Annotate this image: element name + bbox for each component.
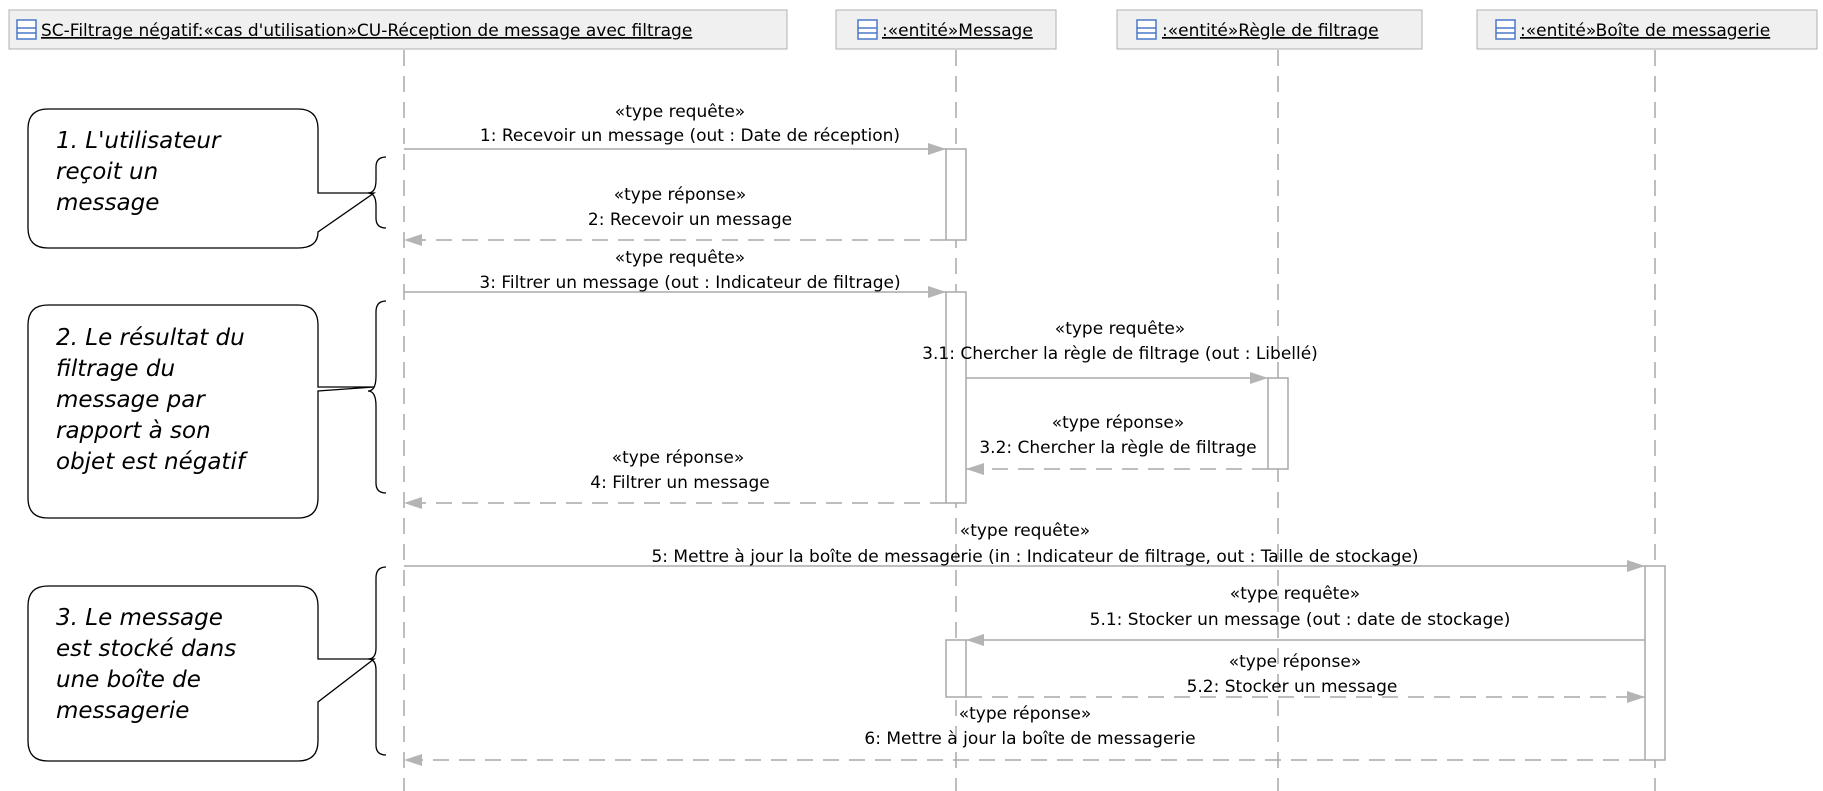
lifeline-title: :«entité»Règle de filtrage (1162, 21, 1379, 41)
message-stereotype: «type réponse» (959, 704, 1092, 724)
arrowhead (1627, 560, 1645, 572)
note-bracket (367, 566, 387, 756)
class-icon (1495, 19, 1516, 40)
message-label: 3: Filtrer un message (out : Indicateur … (479, 273, 900, 293)
class-icon (16, 19, 37, 40)
arrowhead (966, 634, 984, 646)
lifeline-header-rule[interactable]: :«entité»Règle de filtrage (1116, 9, 1423, 50)
note-line: message par (56, 387, 206, 413)
message-stereotype: «type requête» (615, 248, 745, 268)
lifeline-header-uc[interactable]: SC-Filtrage négatif:«cas d'utilisation»C… (8, 9, 788, 50)
note-line: rapport à son (56, 418, 211, 444)
message-stereotype: «type requête» (1230, 584, 1360, 604)
message-label: 5.2: Stocker un message (1187, 677, 1398, 697)
note-line: 2. Le résultat du (56, 325, 245, 351)
activation-bar (945, 148, 967, 241)
arrowhead (1250, 372, 1268, 384)
note-bracket (367, 300, 387, 494)
activation-bar (1267, 377, 1289, 470)
note-callout-3[interactable] (27, 585, 376, 762)
lifeline-title: SC-Filtrage négatif:«cas d'utilisation»C… (41, 21, 692, 41)
lifeline-header-box[interactable]: :«entité»Boîte de messagerie (1476, 9, 1818, 50)
arrowhead (966, 463, 984, 475)
message-label: 5.1: Stocker un message (out : date de s… (1090, 610, 1511, 630)
note-line: une boîte de (56, 667, 201, 693)
message-stereotype: «type réponse» (612, 448, 745, 468)
message-label: 3.2: Chercher la règle de filtrage (979, 438, 1256, 458)
arrowhead (404, 497, 422, 509)
note-line: 1. L'utilisateur (56, 128, 222, 154)
note-line: reçoit un (56, 159, 158, 185)
note-line: messagerie (56, 698, 189, 724)
lifeline-title: :«entité»Boîte de messagerie (1520, 21, 1770, 41)
note-line: 3. Le message (56, 605, 223, 631)
activation-bar (1644, 565, 1666, 761)
message-label: 6: Mettre à jour la boîte de messagerie (864, 729, 1195, 749)
class-icon (857, 19, 878, 40)
message-stereotype: «type requête» (615, 102, 745, 122)
note-line: objet est négatif (56, 449, 248, 475)
message-label: 1: Recevoir un message (out : Date de ré… (480, 126, 900, 146)
arrowhead (928, 143, 946, 155)
lifeline-title: :«entité»Message (882, 21, 1033, 41)
note-callout-2[interactable] (27, 304, 375, 519)
arrowhead (404, 754, 422, 766)
message-stereotype: «type requête» (1055, 319, 1185, 339)
activation-bar (945, 291, 967, 504)
arrowhead (1627, 691, 1645, 703)
note-line: filtrage du (56, 356, 175, 382)
activation-bar (945, 639, 967, 698)
class-icon (1136, 19, 1157, 40)
message-stereotype: «type réponse» (614, 185, 747, 205)
message-stereotype: «type réponse» (1052, 413, 1185, 433)
arrowhead (404, 234, 422, 246)
note-line: message (56, 190, 159, 216)
message-label: 5: Mettre à jour la boîte de messagerie … (651, 547, 1418, 567)
arrowhead (928, 286, 946, 298)
message-stereotype: «type requête» (960, 521, 1090, 541)
note-callout-1[interactable] (27, 108, 377, 249)
message-label: 2: Recevoir un message (588, 210, 792, 230)
message-label: 3.1: Chercher la règle de filtrage (out … (922, 344, 1318, 364)
note-bracket (367, 156, 387, 229)
note-line: est stocké dans (56, 636, 236, 662)
message-label: 4: Filtrer un message (590, 473, 769, 493)
lifeline-header-msg[interactable]: :«entité»Message (835, 9, 1057, 50)
message-stereotype: «type réponse» (1229, 652, 1362, 672)
